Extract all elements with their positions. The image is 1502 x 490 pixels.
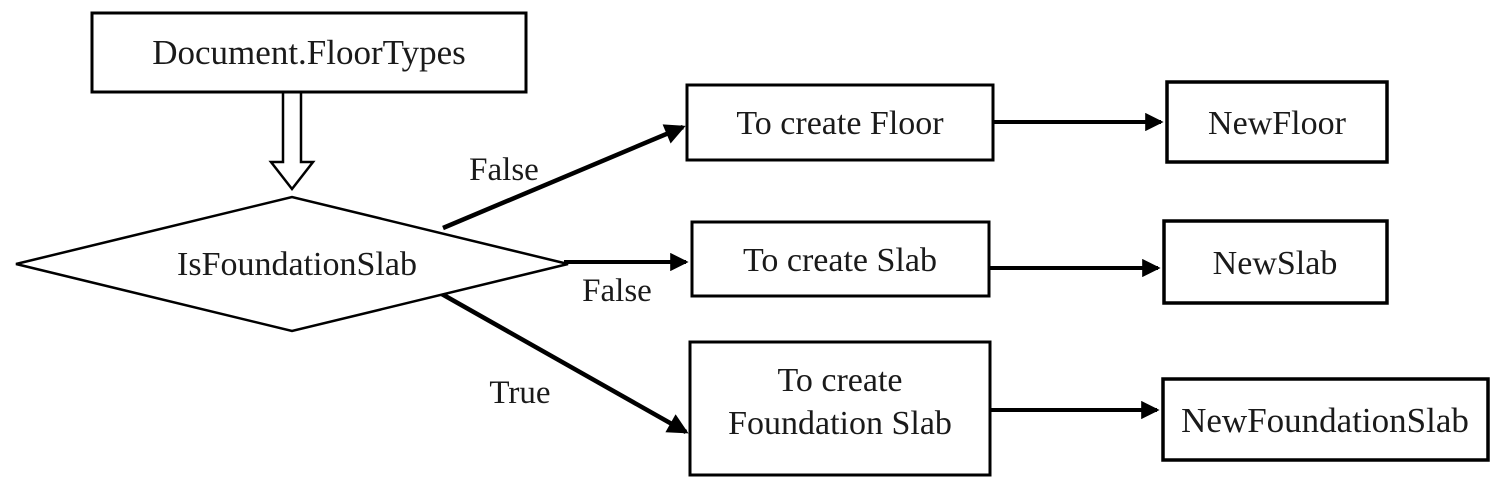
node-new-slab-box — [1162, 219, 1389, 305]
node-isfoundationslab-label: IsFoundationSlab — [177, 246, 417, 283]
node-to-create-slab-box — [690, 220, 991, 298]
node-document-floortypes-box — [90, 11, 528, 94]
edge-decision-to-floor-label: False — [469, 152, 539, 188]
node-to-create-foundation-slab-label-line1: To create — [777, 362, 902, 399]
node-to-create-slab-label: To create Slab — [743, 242, 937, 279]
node-to-create-floor-label: To create Floor — [736, 105, 944, 142]
node-isfoundationslab-diamond — [15, 195, 569, 333]
node-new-floor-label: NewFloor — [1208, 105, 1347, 142]
node-new-floor-box — [1165, 80, 1389, 164]
edge-decision-to-foundation-slab-arrow — [438, 291, 689, 434]
edge-start-to-decision-hollow-arrow — [268, 90, 316, 192]
edge-decision-to-floor-arrow — [442, 124, 686, 231]
node-to-create-foundation-slab-box — [688, 340, 992, 477]
node-new-foundation-slab-box — [1161, 377, 1490, 462]
edge-decision-to-foundation-slab-label: True — [489, 375, 550, 411]
node-document-floortypes-label: Document.FloorTypes — [152, 33, 465, 72]
node-new-slab-label: NewSlab — [1213, 245, 1338, 282]
node-to-create-foundation-slab-label-line2: Foundation Slab — [728, 405, 952, 442]
edge-decision-to-slab-label: False — [582, 273, 652, 309]
node-to-create-floor-box — [685, 83, 995, 162]
node-new-foundation-slab-label: NewFoundationSlab — [1181, 401, 1469, 440]
